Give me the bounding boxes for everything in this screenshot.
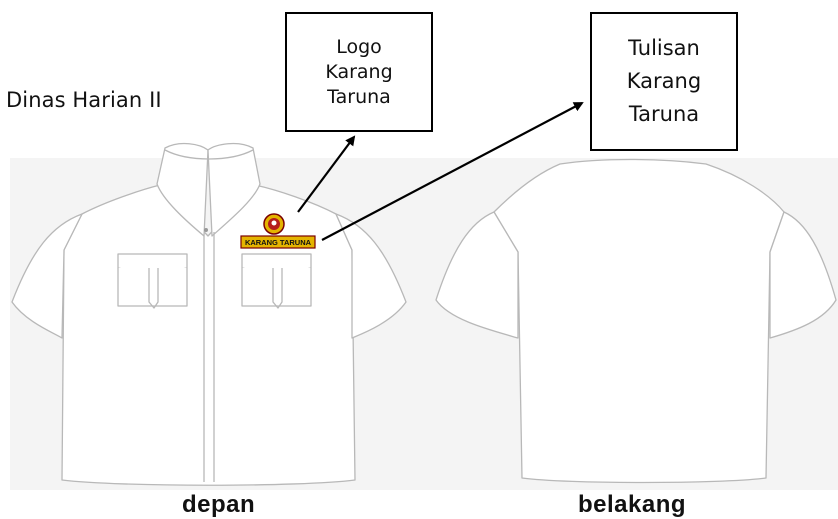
logo-callout-line-3: Taruna xyxy=(327,85,391,108)
diagram-title: Dinas Harian II xyxy=(6,88,162,112)
logo-callout-line-1: Logo xyxy=(336,35,382,58)
text-callout-line-2: Karang xyxy=(626,69,702,93)
front-collar-band xyxy=(164,149,254,160)
text-callout-line-3: Taruna xyxy=(628,102,700,126)
front-view-caption: depan xyxy=(182,491,256,518)
text-callout-line-1: Tulisan xyxy=(628,36,700,60)
logo-callout-line-2: Karang xyxy=(325,60,393,83)
back-shirt-body xyxy=(493,158,785,484)
logo-callout-box: Logo Karang Taruna xyxy=(285,12,433,132)
front-collar-left xyxy=(156,142,209,237)
karang-taruna-badge: KARANG TARUNA xyxy=(240,213,316,249)
front-shirt xyxy=(11,142,407,486)
text-callout-box: Tulisan Karang Taruna xyxy=(590,12,738,151)
arrow-to-text-callout xyxy=(321,102,584,241)
front-right-pocket xyxy=(241,268,312,307)
back-left-sleeve xyxy=(435,211,519,339)
front-collar-right xyxy=(207,142,261,237)
front-left-pocket xyxy=(117,268,188,307)
front-placket xyxy=(203,232,215,482)
back-right-sleeve xyxy=(769,211,837,339)
front-right-sleeve xyxy=(335,213,407,339)
arrow-to-logo-callout xyxy=(297,135,356,213)
badge-label: KARANG TARUNA xyxy=(245,238,312,247)
back-shirt xyxy=(435,158,837,484)
front-left-sleeve xyxy=(11,213,83,339)
back-view-caption: belakang xyxy=(578,491,687,518)
